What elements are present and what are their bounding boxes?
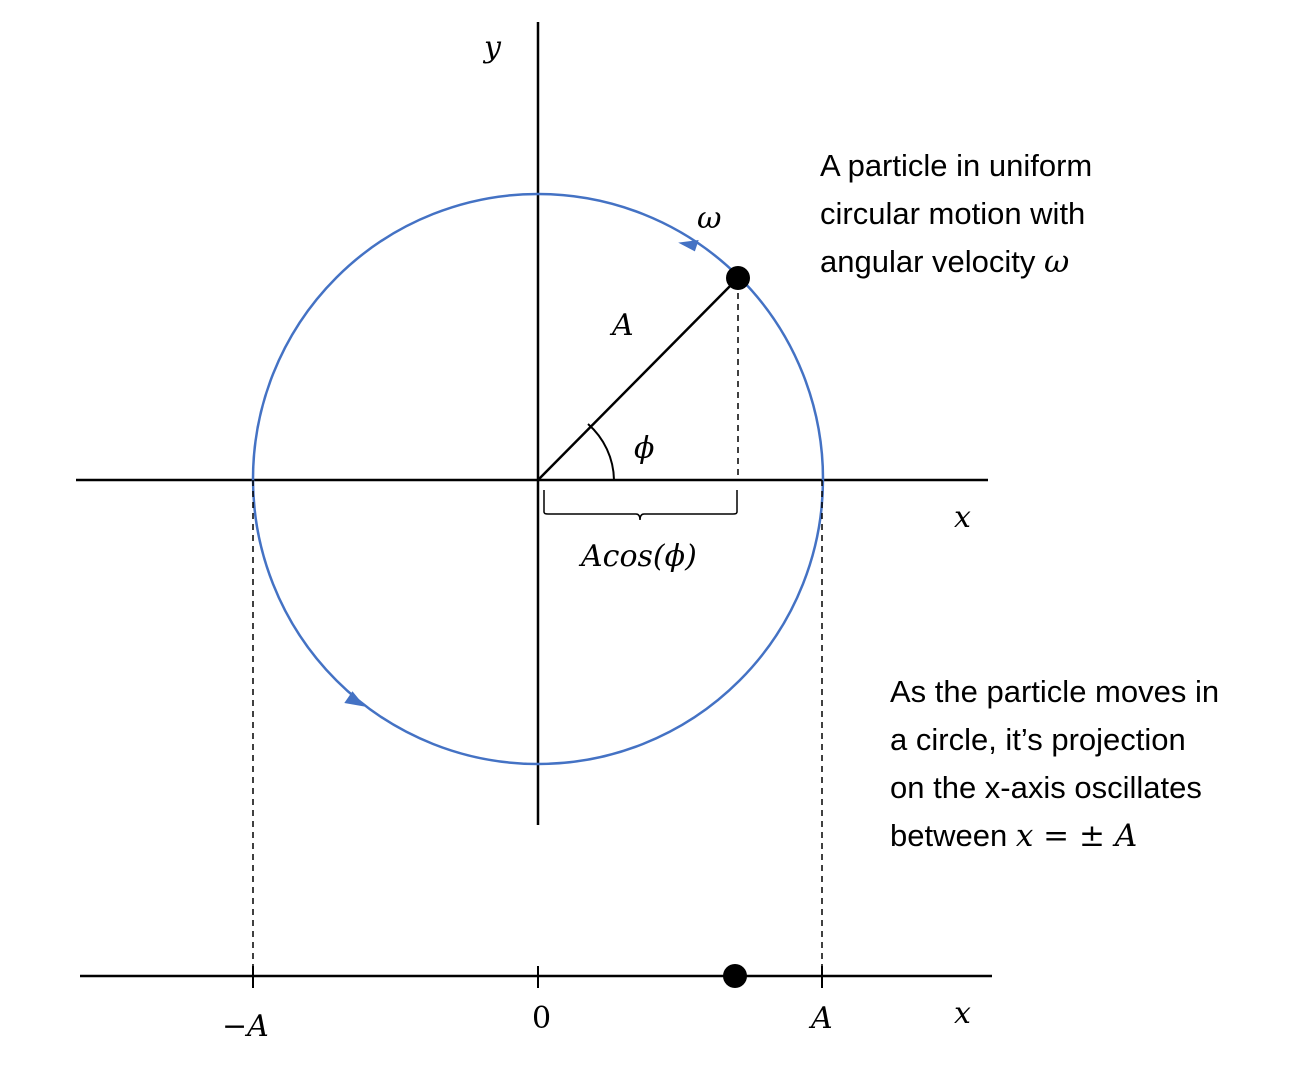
angle-arc [587,423,615,481]
radius-line [537,277,739,481]
projection-dot [723,964,747,988]
uniform-motion-annotation: A particle in uniform circular motion wi… [820,142,1092,286]
circular-path [251,192,825,766]
projection-label: Acos(ϕ) [578,539,697,574]
annotation-text: between [890,818,1016,853]
tick-label-neg-a: −A [222,1009,269,1044]
tick-label-pos-a: A [808,1001,833,1036]
annotation-math: = ± [1033,818,1115,854]
angle-label: ϕ [634,431,654,466]
radius-label: A [609,308,634,343]
annotation-line: a circle, it’s projection [890,722,1186,757]
circle-arrow-top [678,240,699,252]
annotation-math: x [1015,818,1034,854]
projection-annotation: As the particle moves in a circle, it’s … [890,668,1219,860]
tick-label-zero: 0 [532,1001,551,1036]
bottom-x-axis-label: x [954,996,971,1031]
particle-dot [726,266,750,290]
annotation-line: on the x-axis oscillates [890,770,1202,805]
circle-arrow-bottom [344,691,365,707]
annotation-line: between x = ± A [890,812,1219,860]
annotation-line: A particle in uniform [820,148,1093,183]
x-axis-label: x [954,500,971,535]
y-axis-label: y [482,30,502,65]
annotation-line: circular motion with [820,196,1086,231]
annotation-line: angular velocity ω [820,238,1092,286]
annotation-text: angular velocity [820,244,1045,279]
annotation-math: ω [1044,244,1070,280]
annotation-math: A [1114,818,1138,854]
annotation-line: As the particle moves in [890,674,1220,709]
omega-label: ω [697,201,721,236]
projection-brace [543,490,738,521]
